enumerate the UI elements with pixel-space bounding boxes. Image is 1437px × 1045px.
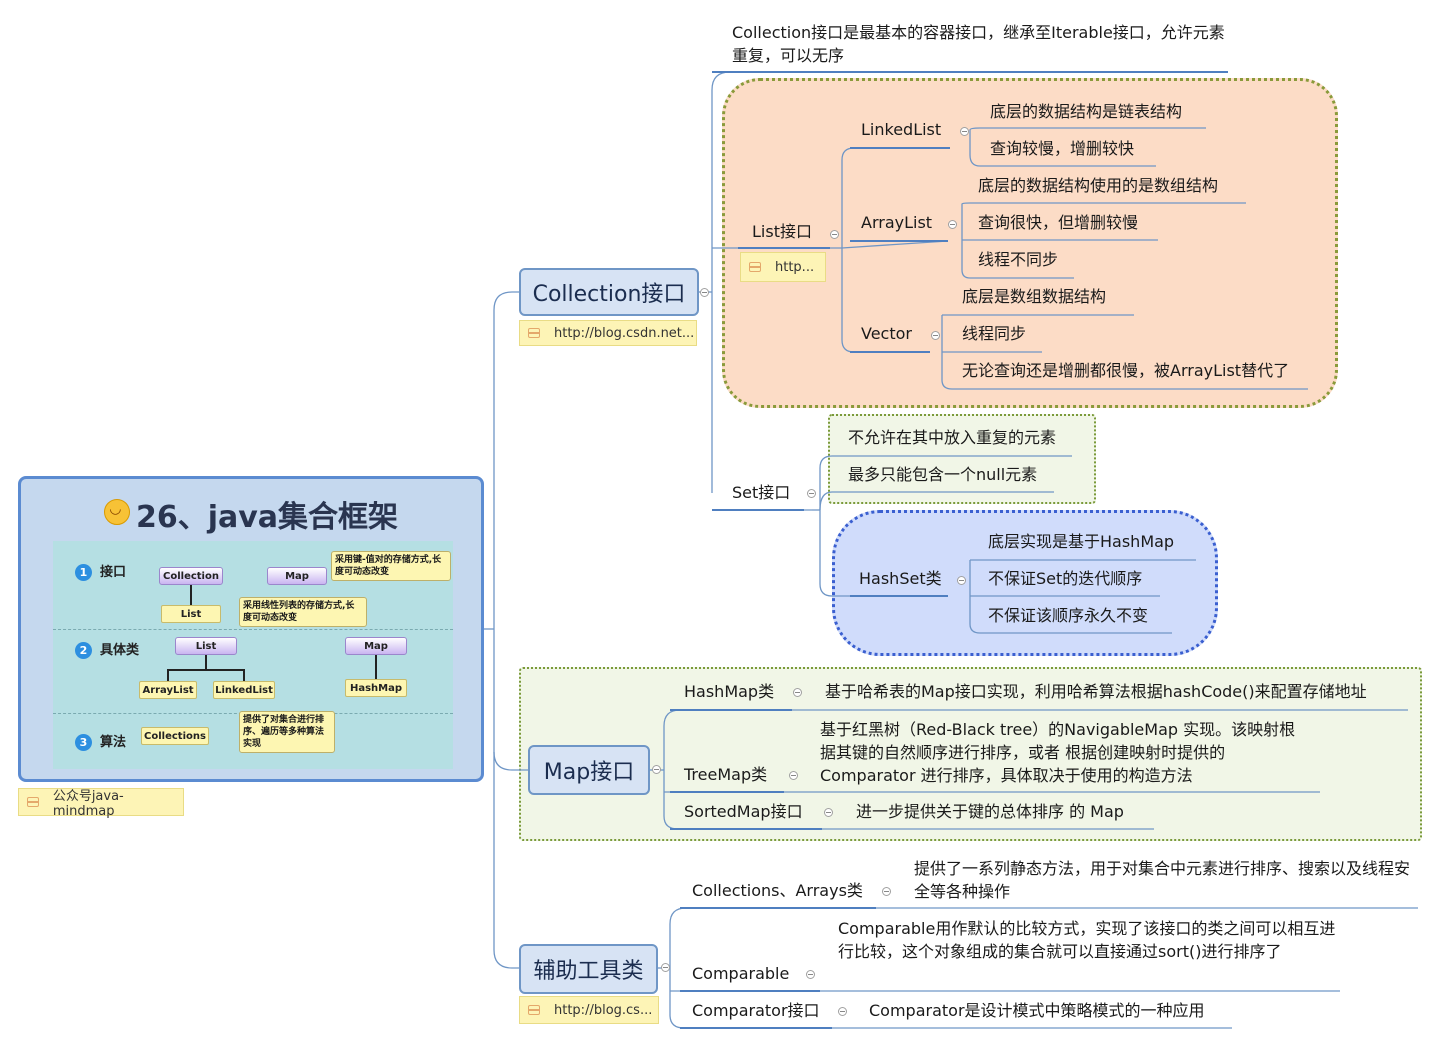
vector-item: 底层是数组数据结构	[962, 287, 1107, 306]
figure-arraylist-node: ArrayList	[139, 681, 197, 699]
comparable-desc: Comparable用作默认的比较方式，实现了该接口的类之间可以相互进行比较，这…	[838, 919, 1336, 961]
figure-divider	[53, 629, 453, 630]
collapse-icon[interactable]	[661, 963, 670, 972]
set-item: 不允许在其中放入重复的元素	[848, 428, 1057, 447]
figure-linkedlist-node: LinkedList	[213, 681, 275, 699]
note-icon	[528, 1005, 540, 1015]
collapse-icon[interactable]	[931, 331, 940, 340]
vector-item: 线程同步	[962, 324, 1027, 343]
vector-label[interactable]: Vector	[861, 324, 912, 343]
collapse-icon[interactable]	[700, 288, 709, 297]
arraylist-item: 查询很快，但增删较慢	[978, 213, 1139, 232]
collapse-icon[interactable]	[882, 887, 891, 896]
figure-collections-node: Collections	[141, 727, 209, 745]
figure-collection-node: Collection	[159, 567, 223, 585]
figure-arrow	[375, 655, 377, 679]
list-interface-label[interactable]: List接口	[752, 222, 812, 241]
linkedlist-item: 查询较慢，增删较快	[990, 139, 1135, 158]
figure-list-node: List	[161, 605, 221, 623]
set-items-box	[828, 414, 1096, 504]
collapse-icon[interactable]	[960, 127, 969, 136]
figure-callout-map: 采用键-值对的存储方式,长度可动态改变	[331, 551, 451, 581]
smiley-icon	[103, 499, 130, 525]
comparator-label[interactable]: Comparator接口	[692, 1001, 820, 1020]
hashset-item: 不保证Set的迭代顺序	[988, 569, 1143, 588]
central-title: 26、java集合框架	[21, 499, 481, 533]
collapse-icon[interactable]	[652, 765, 661, 774]
map-topic[interactable]: Map接口	[528, 745, 650, 795]
figure-tree-line	[167, 669, 245, 681]
collapse-icon[interactable]	[806, 970, 815, 979]
figure-callout-list: 采用线性列表的存储方式,长度可动态改变	[239, 597, 367, 627]
comparator-desc: Comparator是设计模式中策略模式的一种应用	[869, 1001, 1205, 1020]
figure-list2-node: List	[175, 637, 237, 655]
set-item: 最多只能包含一个null元素	[848, 465, 1038, 484]
arraylist-label[interactable]: ArrayList	[861, 213, 933, 232]
arraylist-item: 线程不同步	[978, 250, 1059, 269]
hashset-item: 不保证该顺序永久不变	[988, 606, 1149, 625]
figure-arrow	[190, 585, 192, 605]
hashset-item: 底层实现是基于HashMap	[988, 532, 1175, 551]
figure-callout-collections: 提供了对集合进行排序、遍历等多种算法实现	[239, 711, 335, 753]
tools-topic[interactable]: 辅助工具类	[519, 944, 658, 994]
collapse-icon[interactable]	[838, 1007, 847, 1016]
arraylist-item: 底层的数据结构使用的是数组结构	[978, 176, 1219, 195]
collections-arrays-desc: 提供了一系列静态方法，用于对集合中元素进行排序、搜索以及线程安全等各种操作	[914, 859, 1411, 901]
collapse-icon[interactable]	[789, 771, 798, 780]
hashset-cloud	[832, 510, 1218, 656]
list-note[interactable]: http...	[740, 252, 826, 282]
map-box	[519, 667, 1422, 841]
collections-arrays-label[interactable]: Collections、Arrays类	[692, 881, 863, 900]
collection-topic[interactable]: Collection接口	[519, 268, 699, 316]
collapse-icon[interactable]	[793, 688, 802, 697]
figure-map-node: Map	[267, 567, 327, 585]
list-cloud	[722, 78, 1338, 408]
hashmap-desc: 基于哈希表的Map接口实现，利用哈希算法根据hashCode()来配置存储地址	[825, 682, 1367, 701]
collection-note[interactable]: http://blog.csdn.net...	[519, 320, 697, 346]
hashset-label[interactable]: HashSet类	[859, 569, 942, 588]
collapse-icon[interactable]	[824, 808, 833, 817]
collapse-icon[interactable]	[948, 220, 957, 229]
collapse-icon[interactable]	[830, 230, 839, 239]
sortedmap-label[interactable]: SortedMap接口	[684, 802, 803, 821]
linkedlist-item: 底层的数据结构是链表结构	[990, 102, 1183, 121]
central-note[interactable]: 公众号java-mindmap	[18, 788, 184, 819]
figure-hashmap-node: HashMap	[345, 679, 407, 697]
linkedlist-label[interactable]: LinkedList	[861, 120, 942, 139]
collapse-icon[interactable]	[957, 576, 966, 585]
note-icon	[528, 328, 540, 338]
figure-map2-node: Map	[345, 637, 407, 655]
figure-arrow	[205, 655, 207, 669]
note-icon	[27, 797, 39, 807]
collection-desc: Collection接口是最基本的容器接口，继承至Iterable接口，允许元素…	[732, 23, 1225, 65]
treemap-label[interactable]: TreeMap类	[684, 765, 768, 784]
set-interface-label[interactable]: Set接口	[732, 483, 791, 502]
note-icon	[749, 262, 761, 272]
comparable-label[interactable]: Comparable	[692, 964, 790, 983]
sortedmap-desc: 进一步提供关于键的总体排序 的 Map	[856, 802, 1124, 821]
collapse-icon[interactable]	[807, 489, 816, 498]
tools-note[interactable]: http://blog.cs...	[519, 996, 659, 1024]
treemap-desc: 基于红黑树（Red-Black tree）的NavigableMap 实现。该映…	[820, 720, 1296, 785]
hashmap-label[interactable]: HashMap类	[684, 682, 775, 701]
vector-item: 无论查询还是增删都很慢，被ArrayList替代了	[962, 361, 1290, 380]
